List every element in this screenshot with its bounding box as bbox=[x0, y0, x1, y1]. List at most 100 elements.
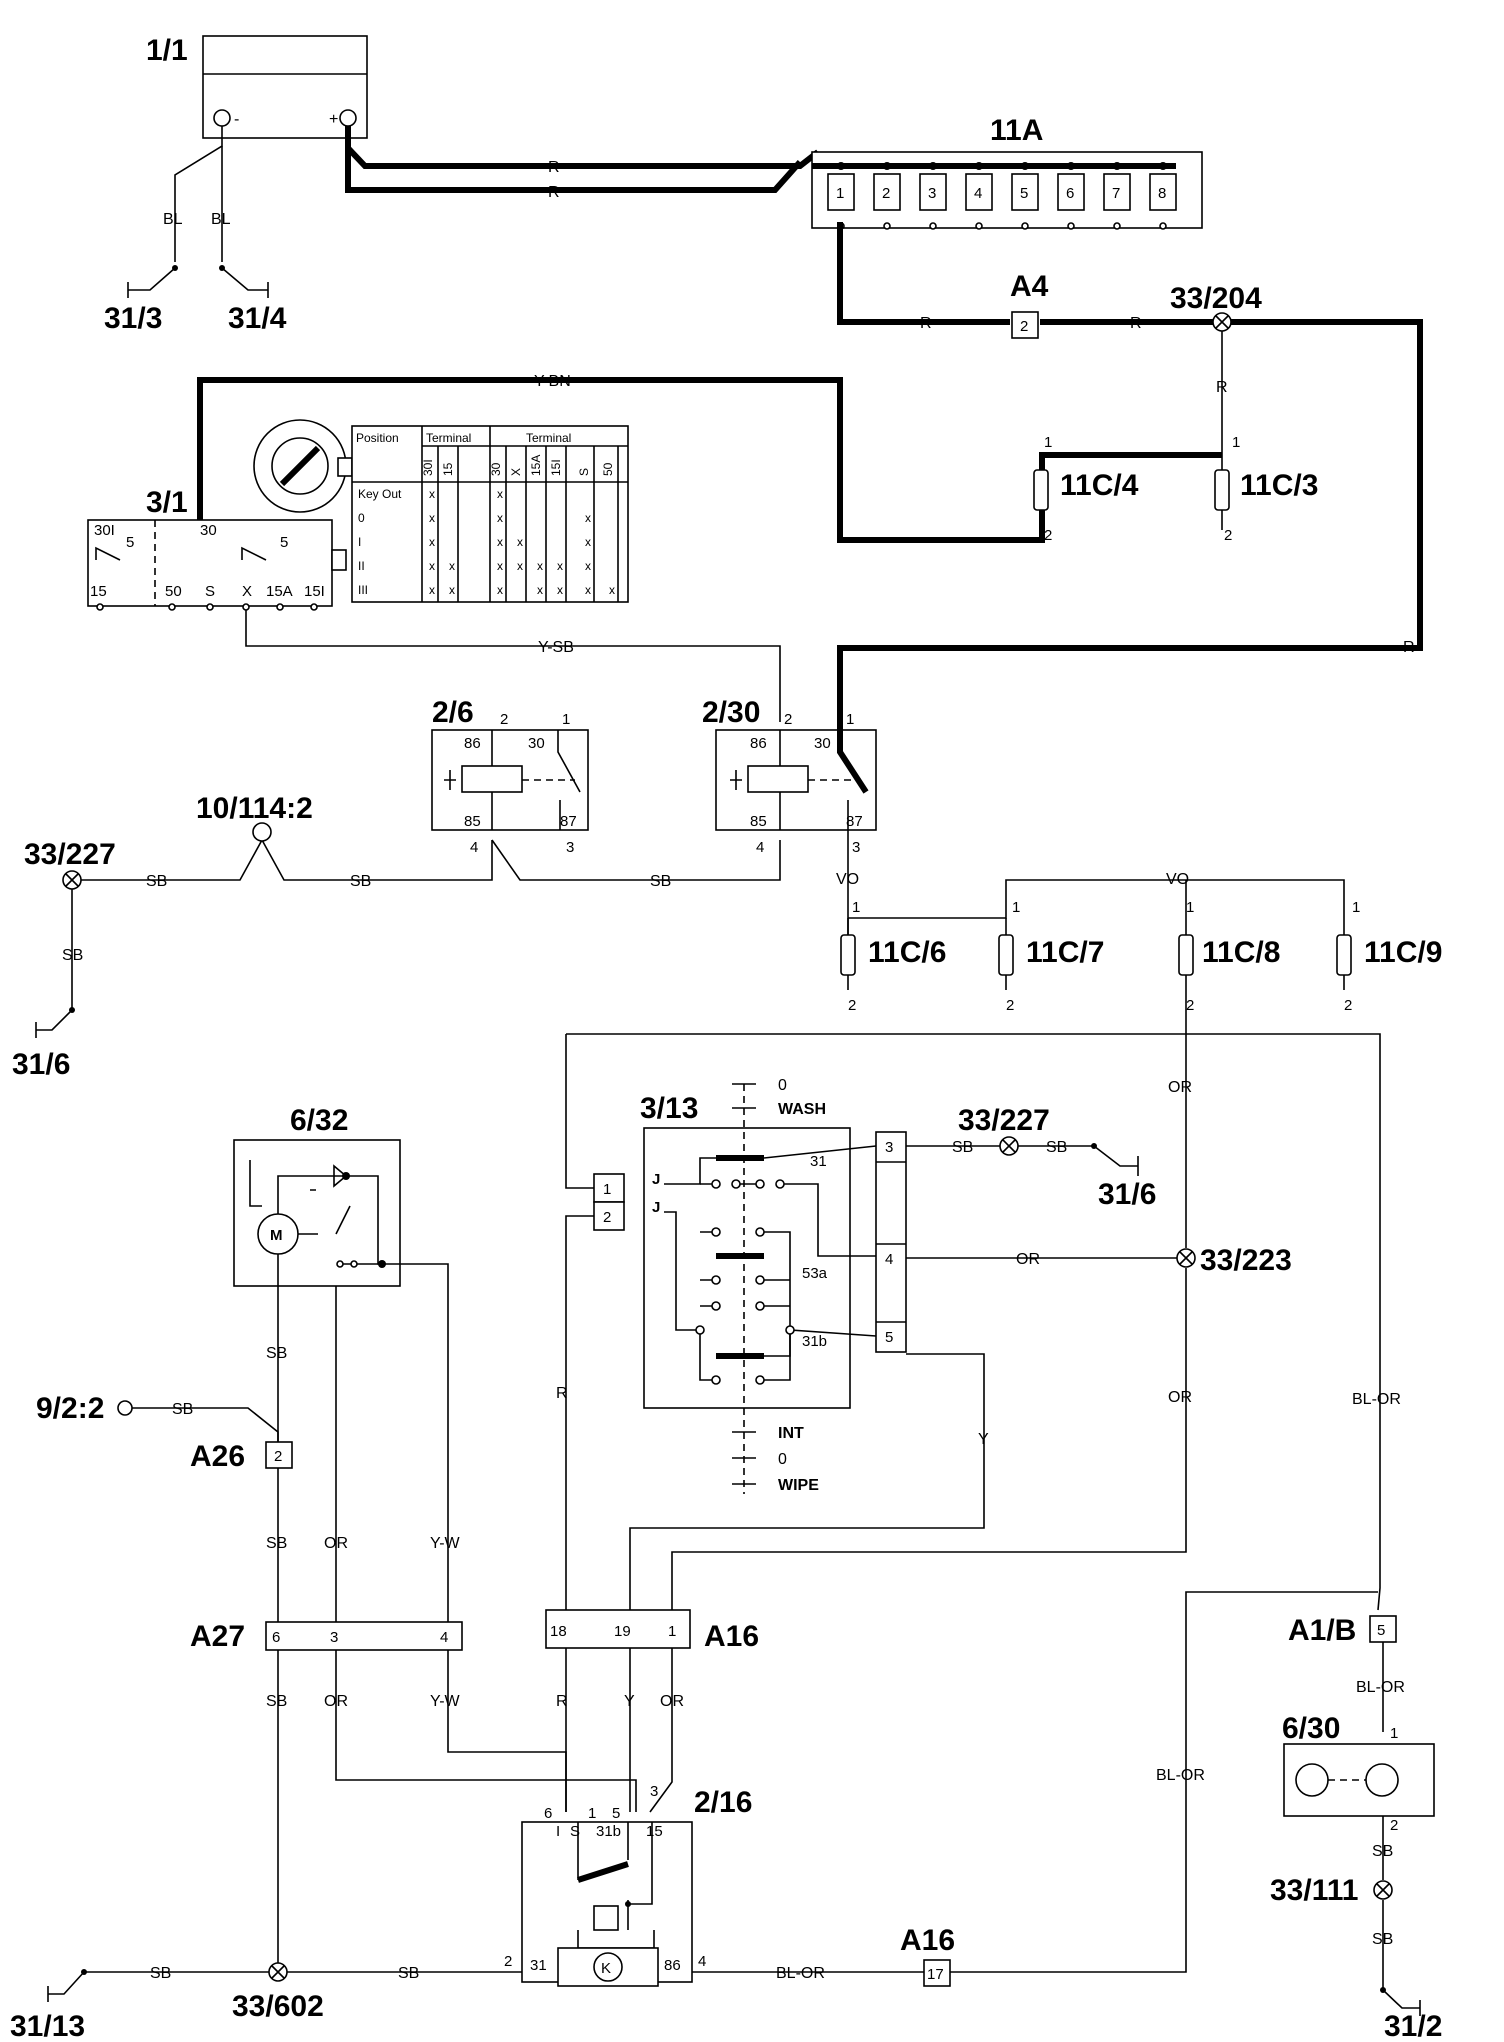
svg-text:5: 5 bbox=[885, 1329, 893, 1346]
relay-2-6: 2/6 2 1 86 30 85 87 4 3 bbox=[431, 696, 589, 856]
svg-text:33/227: 33/227 bbox=[958, 1104, 1050, 1137]
svg-text:4: 4 bbox=[885, 1251, 893, 1268]
svg-text:33/227: 33/227 bbox=[24, 838, 116, 871]
wire-bl-1: BL bbox=[163, 211, 183, 228]
wire-sb-5: SB bbox=[952, 1139, 973, 1156]
battery: 1/1 - + bbox=[146, 34, 368, 139]
svg-text:4: 4 bbox=[470, 839, 478, 856]
splice-33-111: 33/111 bbox=[1270, 1874, 1393, 1907]
svg-text:+: + bbox=[329, 111, 338, 128]
table-mark: x bbox=[585, 535, 591, 549]
table-mark: x bbox=[497, 535, 503, 549]
fuse-slot bbox=[1149, 173, 1177, 211]
svg-text:19: 19 bbox=[614, 1623, 631, 1640]
switch-contact bbox=[785, 1325, 795, 1335]
svg-text:2: 2 bbox=[504, 1953, 512, 1970]
svg-text:2: 2 bbox=[1020, 318, 1028, 335]
svg-text:M: M bbox=[270, 1227, 283, 1244]
svg-text:1: 1 bbox=[846, 711, 854, 728]
svg-text:3/13: 3/13 bbox=[640, 1092, 698, 1125]
svg-text:86: 86 bbox=[464, 735, 481, 752]
svg-text:6: 6 bbox=[544, 1805, 552, 1822]
svg-text:2: 2 bbox=[1006, 997, 1014, 1014]
svg-text:15: 15 bbox=[90, 583, 107, 600]
svg-text:2: 2 bbox=[603, 1209, 611, 1226]
table-mark: x bbox=[537, 559, 543, 573]
wire-sb-12: SB bbox=[398, 1965, 419, 1982]
wiper-switch: 3/13 0 WASH INT 0 WIPE 1 2 J J 3 4 5 31 … bbox=[593, 1077, 907, 1494]
svg-text:WIPE: WIPE bbox=[778, 1477, 819, 1494]
ignition-switch: 3/1 30I 5 30 5 15 50 S X 15A 15I bbox=[87, 486, 347, 611]
table-mark: x bbox=[537, 583, 543, 597]
wire-y-2: Y bbox=[624, 1693, 635, 1710]
svg-text:11C/8: 11C/8 bbox=[1202, 936, 1280, 969]
fuse-box-label: 11A bbox=[990, 114, 1043, 147]
a4-label: A4 bbox=[1010, 270, 1049, 303]
svg-text:1: 1 bbox=[562, 711, 570, 728]
fuse-slot bbox=[1103, 173, 1131, 211]
table-row-label: 0 bbox=[358, 511, 365, 525]
wire-vo-1: VO bbox=[836, 871, 859, 888]
table-col-header: 30 bbox=[489, 462, 503, 476]
svg-text:2: 2 bbox=[1186, 997, 1194, 1014]
svg-text:-: - bbox=[234, 111, 239, 128]
svg-text:5: 5 bbox=[126, 534, 134, 551]
table-col-header: X bbox=[509, 468, 523, 476]
svg-text:Terminal: Terminal bbox=[526, 431, 571, 445]
svg-text:X: X bbox=[242, 583, 252, 600]
connector-a16: A16 18 19 1 bbox=[545, 1609, 759, 1653]
wire-or-4: OR bbox=[324, 1535, 348, 1552]
ground-31-2: 31/2 bbox=[1384, 2010, 1442, 2042]
svg-text:2: 2 bbox=[274, 1448, 282, 1465]
svg-text:A26: A26 bbox=[190, 1440, 245, 1473]
fuse-slot-number: 7 bbox=[1112, 185, 1120, 202]
svg-text:11C/6: 11C/6 bbox=[868, 936, 946, 969]
svg-text:INT: INT bbox=[778, 1425, 804, 1442]
svg-text:53a: 53a bbox=[802, 1265, 828, 1282]
switch-contact bbox=[711, 1179, 721, 1189]
svg-text:86: 86 bbox=[750, 735, 767, 752]
fuse-11c4: 1 2 11C/4 bbox=[1033, 434, 1139, 544]
svg-text:50: 50 bbox=[165, 583, 182, 600]
svg-text:5: 5 bbox=[1377, 1622, 1385, 1639]
ground-31-6-b: 31/6 bbox=[1098, 1178, 1156, 1211]
wire-bl-or-2: BL-OR bbox=[776, 1965, 825, 1982]
wire-sb-11: SB bbox=[150, 1965, 171, 1982]
svg-text:2: 2 bbox=[500, 711, 508, 728]
table-col-header: 15A bbox=[529, 455, 543, 476]
table-mark: x bbox=[557, 583, 563, 597]
lamp-10-114: 10/114:2 bbox=[196, 792, 313, 842]
wire-r-1: R bbox=[548, 159, 560, 176]
fuse-11c8: 1 2 11C/8 bbox=[1178, 899, 1280, 1014]
svg-text:33/111: 33/111 bbox=[1270, 1874, 1358, 1907]
wire-or-2: OR bbox=[1168, 1389, 1192, 1406]
svg-text:J: J bbox=[652, 1171, 660, 1188]
wire-r-7: R bbox=[556, 1385, 568, 1402]
svg-text:2: 2 bbox=[1224, 527, 1232, 544]
svg-text:1: 1 bbox=[603, 1181, 611, 1198]
svg-text:15A: 15A bbox=[266, 583, 293, 600]
wire-sb-9: SB bbox=[172, 1401, 193, 1418]
wire-bl-or-4: BL-OR bbox=[1356, 1679, 1405, 1696]
fuse-slot bbox=[1057, 173, 1085, 211]
wire-bl-or-1: BL-OR bbox=[1352, 1391, 1401, 1408]
wire-or-3: OR bbox=[1016, 1251, 1040, 1268]
wire-y-1: Y bbox=[978, 1431, 989, 1448]
svg-text:33/602: 33/602 bbox=[232, 1990, 324, 2023]
svg-text:3/1: 3/1 bbox=[146, 486, 188, 519]
table-mark: x bbox=[429, 559, 435, 573]
table-col-header: 30I bbox=[421, 459, 435, 476]
table-col-header: 15 bbox=[441, 462, 455, 476]
switch-contact bbox=[731, 1179, 741, 1189]
table-row-label: Key Out bbox=[358, 487, 402, 501]
svg-text:1: 1 bbox=[588, 1805, 596, 1822]
wire-or-1: OR bbox=[1168, 1079, 1192, 1096]
svg-text:1: 1 bbox=[1352, 899, 1360, 916]
wire-r-8: R bbox=[556, 1693, 568, 1710]
ground-symbol bbox=[1380, 1987, 1421, 2016]
svg-text:Position: Position bbox=[356, 431, 399, 445]
svg-text:1: 1 bbox=[1044, 434, 1052, 451]
wire-vo-2: VO bbox=[1166, 871, 1189, 888]
svg-text:86: 86 bbox=[664, 1957, 681, 1974]
svg-text:A16: A16 bbox=[900, 1924, 955, 1957]
